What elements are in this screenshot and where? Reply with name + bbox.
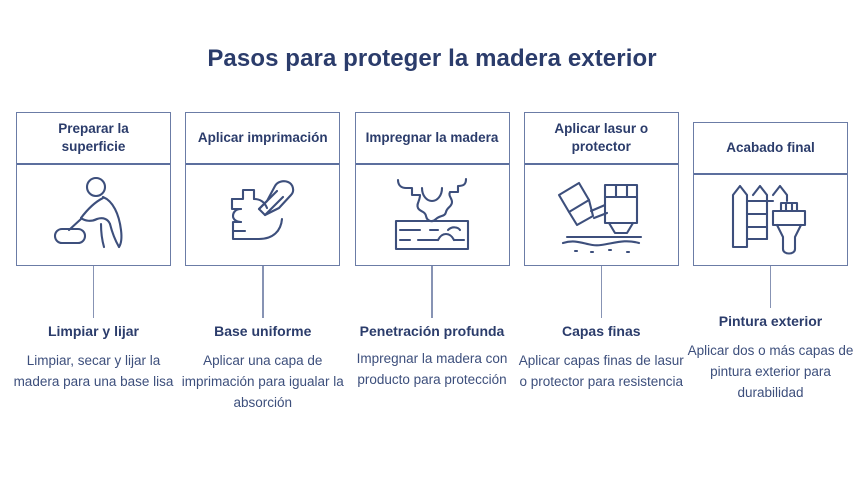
- step-1-card-title: Preparar la superficie: [58, 120, 129, 154]
- step-3-card-body: [356, 165, 509, 265]
- step-5-card-title: Acabado final: [726, 139, 815, 155]
- step-3-card: Impregnar la madera: [354, 112, 510, 266]
- step-4-caption-title: Capas finas: [561, 323, 641, 339]
- step-2: Aplicar imprimación: [182, 112, 344, 452]
- fence-and-paintbrush-icon: [725, 181, 817, 259]
- step-3-connector: [431, 266, 433, 318]
- step-1-connector: [92, 266, 95, 318]
- step-3-card-header: Impregnar la madera: [355, 113, 509, 165]
- step-3-caption: Penetración profunda Impregnar la madera…: [345, 322, 520, 391]
- step-3: Impregnar la madera: [354, 112, 510, 452]
- step-4-connector: [600, 266, 602, 318]
- spray-gun-icon: [553, 175, 649, 255]
- step-4-caption-desc: Aplicar capas finas de lasur o protector…: [518, 352, 684, 389]
- step-5-caption-title: Pintura exterior: [718, 313, 823, 329]
- step-4-card-body: [525, 165, 678, 265]
- step-4-card-title: Aplicar lasur o protector: [554, 120, 649, 154]
- step-1: Preparar la superficie: [14, 112, 173, 452]
- page-title: Pasos para proteger la madera exterior: [207, 45, 657, 72]
- step-2-card: Aplicar imprimación: [185, 112, 341, 266]
- step-1-caption: Limpiar y lijar Limpiar, secar y lijar l…: [6, 322, 181, 393]
- step-5-card: Acabado final: [693, 122, 848, 266]
- step-2-card-body: [186, 165, 339, 265]
- step-5-card-header: Acabado final: [694, 123, 847, 175]
- step-3-card-title: Impregnar la madera: [365, 129, 499, 145]
- step-4-caption: Capas finas Aplicar capas finas de lasur…: [514, 322, 689, 393]
- step-2-caption-desc: Aplicar una capa de imprimación para igu…: [181, 352, 344, 410]
- step-5-caption-desc: Aplicar dos o más capas de pintura exter…: [687, 342, 854, 400]
- step-5-caption: Pintura exterior Aplicar dos o más capas…: [683, 312, 858, 404]
- person-sanding-icon: [51, 174, 137, 256]
- step-4-card: Aplicar lasur o protector: [523, 112, 679, 266]
- step-1-caption-title: Limpiar y lijar: [47, 323, 140, 339]
- steps-row: Preparar la superficie: [0, 112, 864, 452]
- step-1-card-body: [17, 165, 170, 265]
- step-4: Aplicar lasur o protector: [519, 112, 684, 452]
- step-2-card-header: Aplicar imprimación: [186, 113, 340, 165]
- step-1-caption-desc: Limpiar, secar y lijar la madera para un…: [13, 352, 174, 389]
- step-2-caption-title: Base uniforme: [214, 323, 312, 339]
- liquid-soaking-plank-icon: [386, 175, 478, 255]
- step-2-card-title: Aplicar imprimación: [197, 129, 328, 145]
- hand-with-brush-icon: [219, 175, 307, 255]
- step-1-card: Preparar la superficie: [16, 112, 171, 266]
- step-4-card-header: Aplicar lasur o protector: [524, 113, 678, 165]
- step-2-caption: Base uniforme Aplicar una capa de imprim…: [175, 322, 350, 414]
- step-5-connector: [769, 266, 772, 308]
- step-5-card-body: [694, 175, 847, 265]
- step-5: Acabado final: [688, 112, 853, 452]
- step-2-connector: [262, 266, 264, 318]
- step-1-card-header: Preparar la superficie: [17, 113, 170, 165]
- step-3-caption-desc: Impregnar la madera con producto para pr…: [356, 350, 508, 387]
- step-3-caption-title: Penetración profunda: [359, 323, 505, 339]
